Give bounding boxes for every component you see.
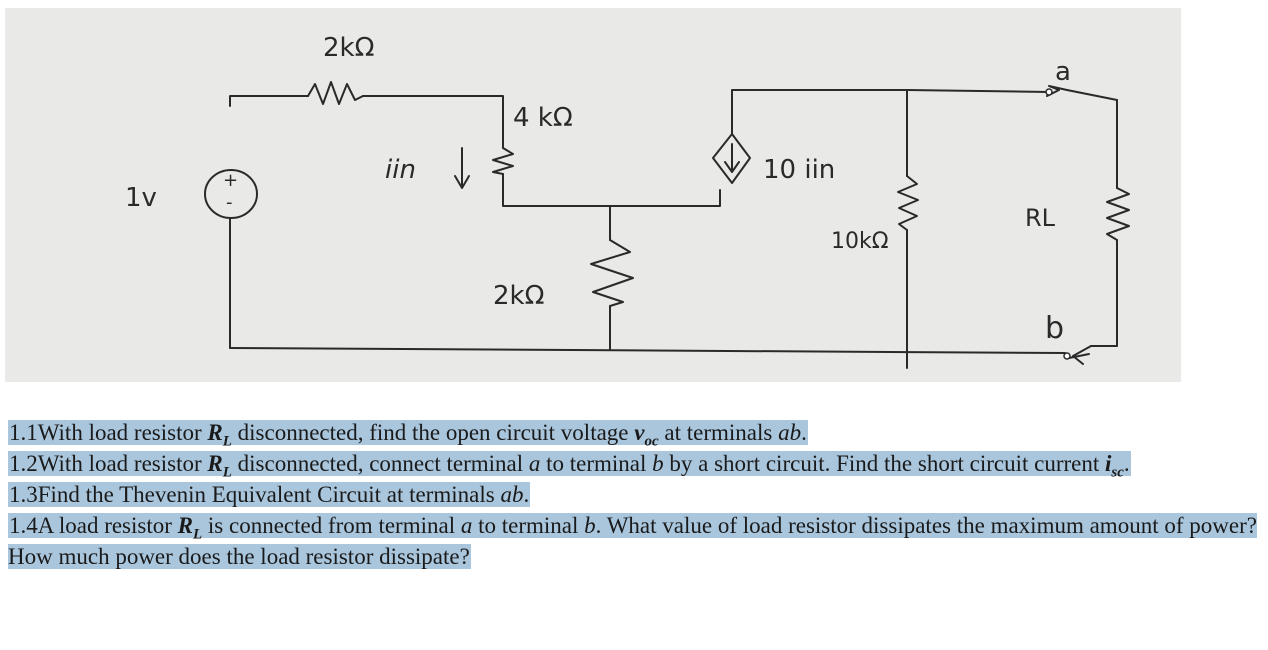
- terminal-a-arrow: [1046, 85, 1118, 101]
- wire-left-top: [229, 95, 309, 107]
- dependent-source-diamond: [712, 133, 751, 184]
- resistor-load: [1106, 187, 1130, 241]
- label-r-top: 2kΩ: [323, 33, 374, 63]
- label-terminal-a: a: [1055, 57, 1071, 87]
- label-r-4k: 4 kΩ: [513, 103, 573, 133]
- label-source-minus: -: [226, 192, 233, 213]
- question-1-1: 1.1With load resistor RL disconnected, f…: [8, 420, 808, 450]
- problem-questions: 1.1With load resistor RL disconnected, f…: [8, 417, 1258, 572]
- terminal-b: [1063, 352, 1071, 360]
- voltage-source: [204, 169, 258, 219]
- label-source-plus: +: [223, 170, 238, 191]
- resistor-2k-bottom: [590, 239, 634, 307]
- terminal-b-arrow: [1068, 345, 1092, 365]
- label-r-10k: 10kΩ: [831, 229, 889, 254]
- resistor-10k: [897, 175, 919, 231]
- terminal-a: [1045, 88, 1053, 96]
- current-arrow-iin: [454, 147, 470, 189]
- wire-depsrc-top: [731, 89, 1050, 135]
- resistor-2k-top: [307, 81, 364, 105]
- wire-top-to-4k: [362, 95, 504, 149]
- label-load: RL: [1025, 204, 1056, 232]
- wire-bottom: [229, 347, 1066, 354]
- circuit-figure: 1v + - 2kΩ iin 4 kΩ 10 iin 10kΩ 2kΩ a b …: [5, 8, 1181, 382]
- circuit-diagram: 1v + - 2kΩ iin 4 kΩ 10 iin 10kΩ 2kΩ a b …: [125, 33, 1130, 369]
- dependent-source-arrow: [724, 143, 740, 173]
- question-1-4: 1.4A load resistor RL is connected from …: [8, 513, 1257, 569]
- wire-load-bottom: [1090, 239, 1118, 347]
- question-1-3: 1.3Find the Thevenin Equivalent Circuit …: [8, 482, 531, 507]
- label-terminal-b: b: [1045, 311, 1064, 346]
- label-source-voltage: 1v: [125, 183, 157, 213]
- wire-4k-bottom: [502, 173, 721, 207]
- label-r-bottom: 2kΩ: [493, 281, 544, 311]
- resistor-4k: [492, 147, 514, 175]
- label-dependent-source: 10 iin: [763, 155, 835, 185]
- label-iin: iin: [385, 155, 416, 185]
- question-1-2: 1.2With load resistor RL disconnected, c…: [8, 451, 1131, 481]
